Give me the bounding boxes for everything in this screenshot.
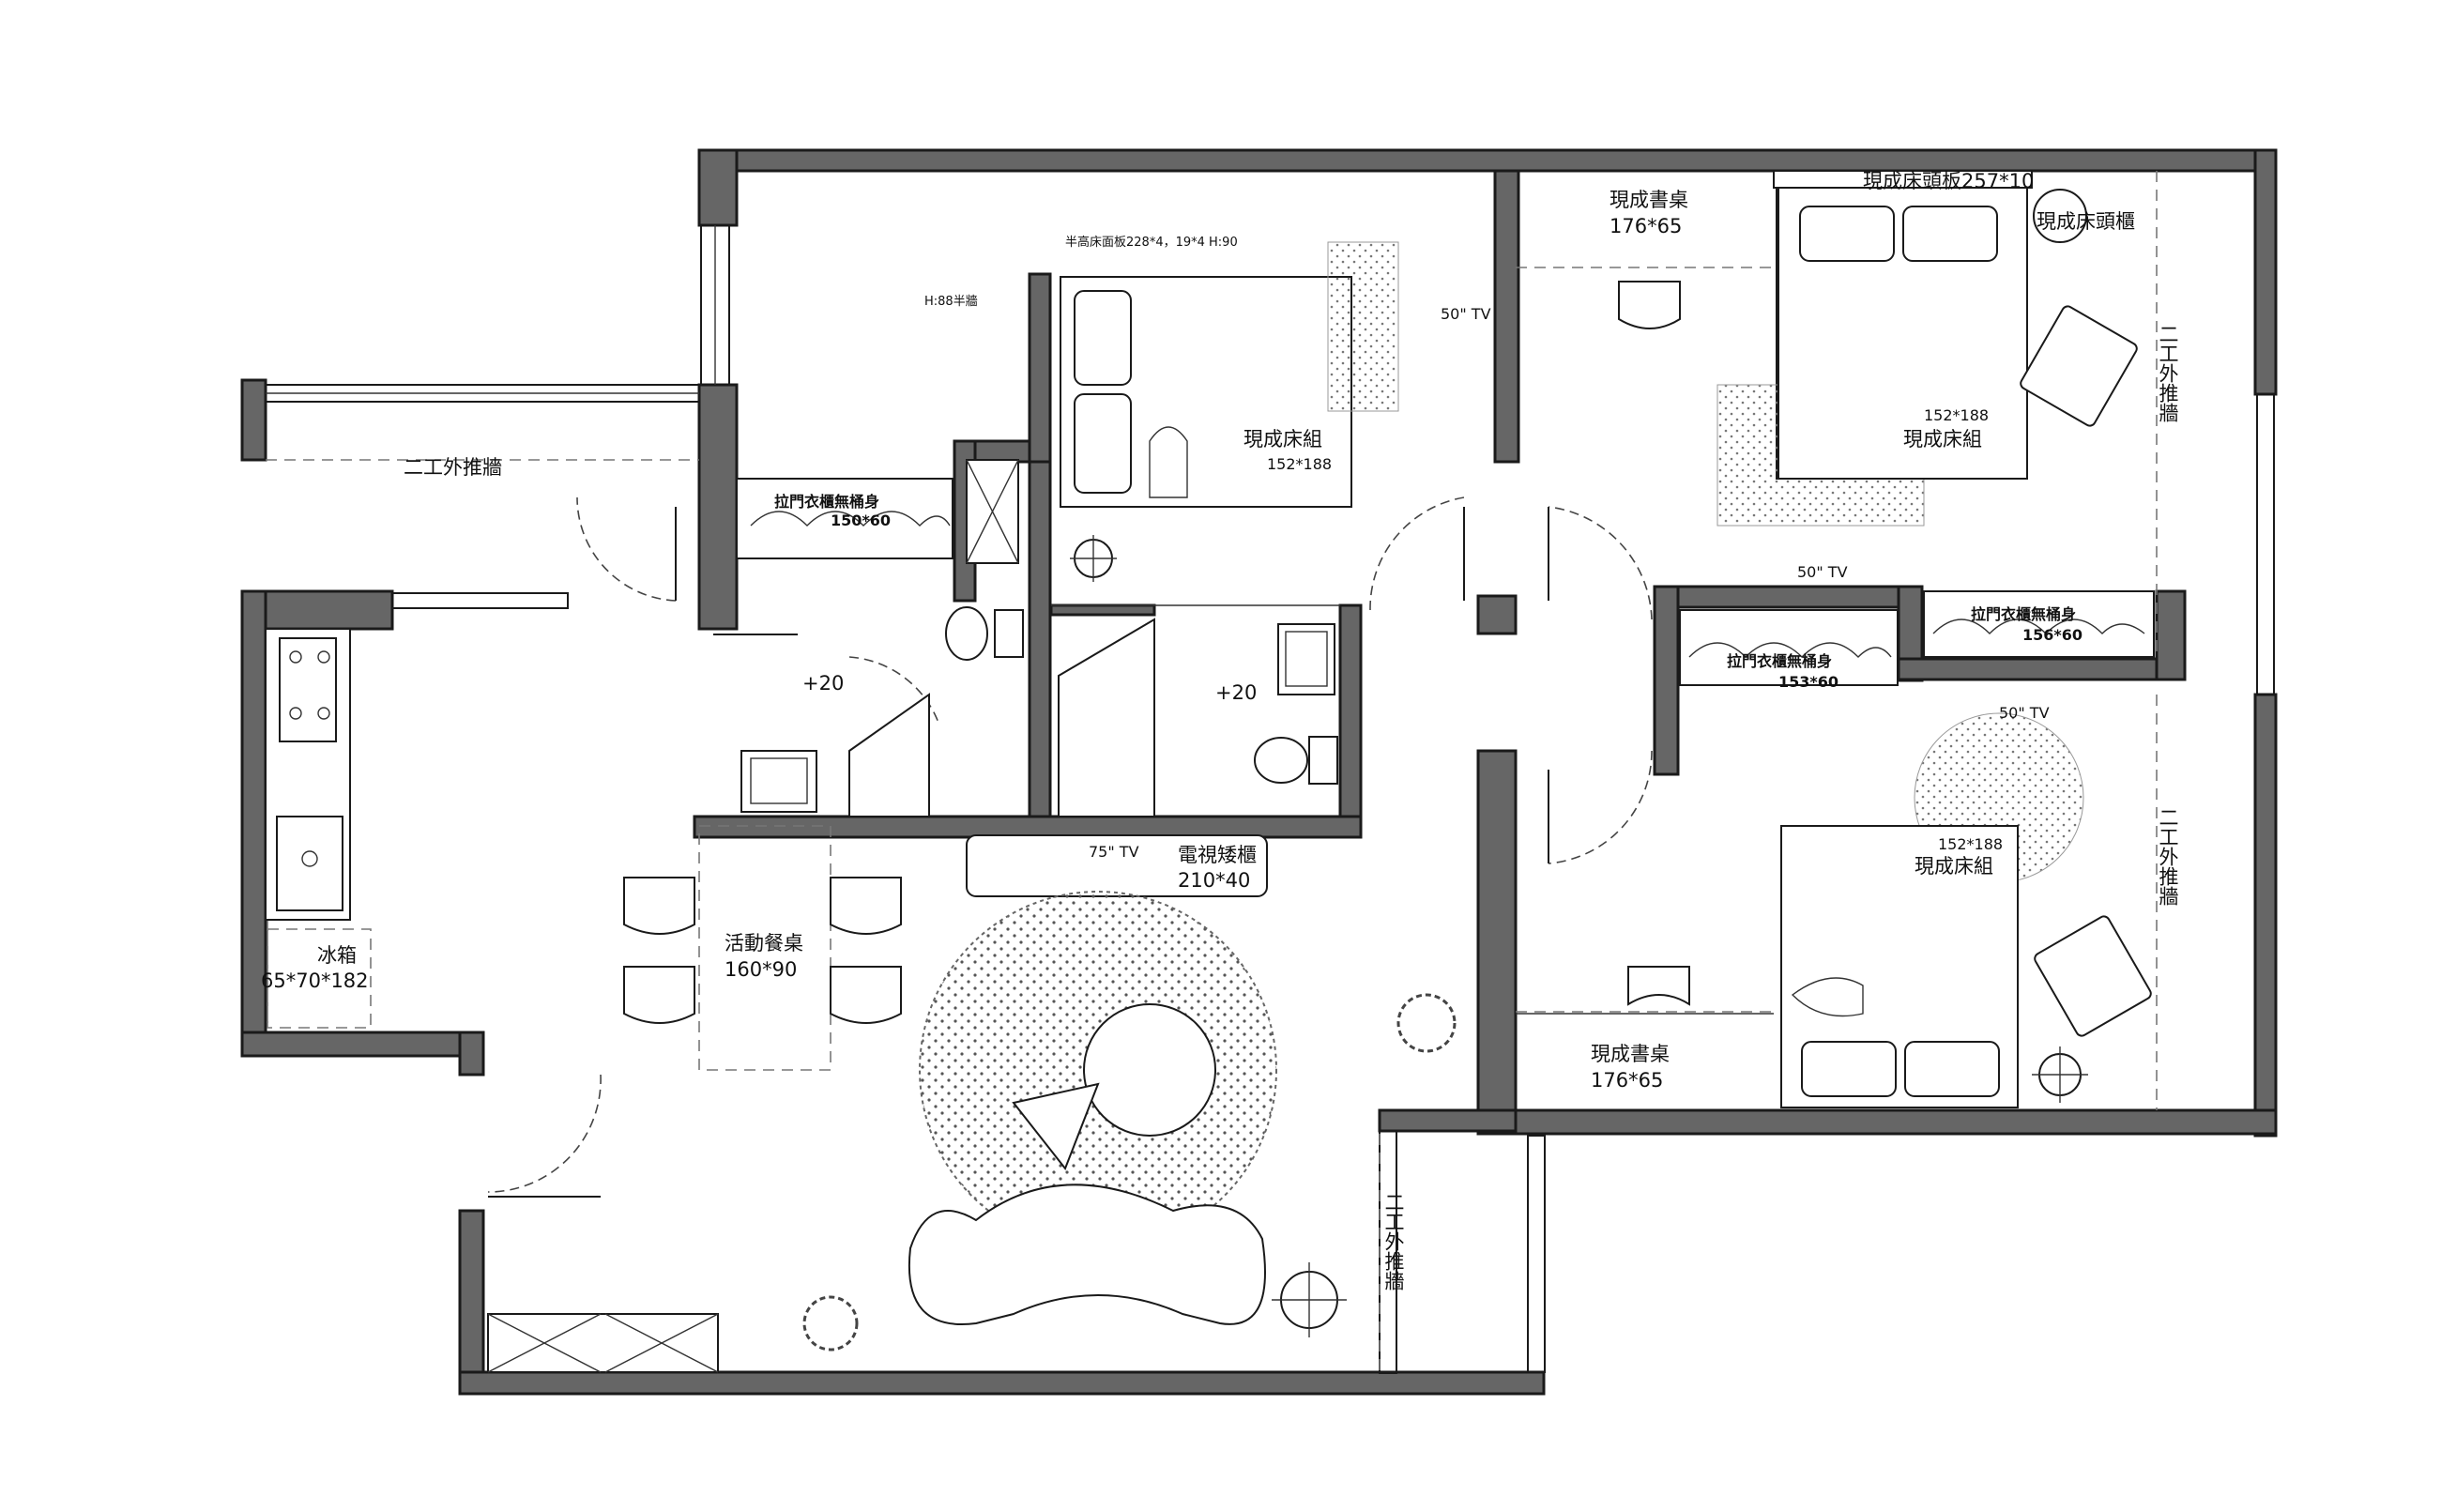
label-tv-mid-2: 50" TV — [1999, 704, 2050, 722]
wardrobes-mid — [1679, 590, 2155, 686]
room-labels: 二工外推牆 拉門衣櫃無桶身 150*60 半高床面板228*4，19*4 H:9… — [261, 170, 2135, 1092]
label-window-wall-bottom: 二工外推牆 — [1382, 1192, 1405, 1291]
label-bed-top-left: 現成床組 — [1243, 428, 1322, 451]
label-tv-cabinet: 電視矮櫃 — [1178, 844, 1257, 866]
label-tv-cabinet-size: 210*40 — [1178, 869, 1250, 892]
label-half-wall-panel: 半高床面板228*4，19*4 H:90 — [1065, 235, 1238, 250]
label-desk-top-right-size: 176*65 — [1610, 215, 1682, 237]
label-dining-table-size: 160*90 — [725, 958, 797, 981]
label-wardrobe-mid: 拉門衣櫃無桶身 — [1727, 652, 1832, 670]
label-fridge-size: 65*70*182 — [261, 970, 369, 992]
label-half-wall-height: H:88半牆 — [924, 295, 978, 309]
label-desk-bottom-right: 現成書桌 — [1591, 1043, 1670, 1065]
label-fridge: 冰箱 — [317, 944, 357, 967]
label-tv-mid-1: 50" TV — [1797, 563, 1848, 581]
label-wardrobe-mid-size: 153*60 — [1778, 673, 1838, 691]
upper-left-bedroom — [736, 241, 1399, 582]
upper-right-bedroom — [1618, 170, 2138, 527]
walls — [240, 148, 2278, 1396]
label-dining-table: 活動餐桌 — [725, 932, 803, 955]
label-bed-top-right-size: 152*188 — [1924, 406, 1989, 424]
label-headboard: 現成床頭板257*10 — [1863, 170, 2034, 192]
label-bed-bottom-right-size: 152*188 — [1938, 835, 2003, 853]
label-wardrobe-right-size: 156*60 — [2022, 626, 2082, 644]
windows — [265, 224, 2275, 1374]
vertical-labels: 二工外推牆 二工外推牆 二工外推牆 — [1382, 324, 2179, 1291]
living-area — [487, 834, 1457, 1373]
label-window-wall-right-bottom: 二工外推牆 — [2157, 807, 2179, 906]
label-bath-right-level: +20 — [1215, 681, 1257, 704]
kitchen — [265, 628, 372, 1029]
label-desk-top-right: 現成書桌 — [1610, 189, 1688, 211]
label-wardrobe-top-left: 拉門衣櫃無桶身 — [774, 493, 879, 511]
label-tv-top-left-room: 50" TV — [1441, 305, 1491, 323]
label-wardrobe-right: 拉門衣櫃無桶身 — [1971, 605, 2076, 623]
bathrooms — [740, 604, 1340, 817]
label-bed-top-right: 現成床組 — [1903, 428, 1982, 451]
dining-area — [623, 825, 902, 1071]
label-bed-top-left-size: 152*188 — [1267, 455, 1332, 473]
door-swings — [487, 496, 1653, 1198]
label-window-wall-left: 二工外推牆 — [404, 456, 502, 479]
label-tv-living: 75" TV — [1089, 843, 1139, 861]
label-bath-left-level: +20 — [802, 672, 844, 695]
label-desk-bottom-right-size: 176*65 — [1591, 1069, 1663, 1092]
label-bed-bottom-right: 現成床組 — [1915, 855, 1993, 878]
label-wardrobe-top-left-size: 150*60 — [831, 512, 891, 529]
label-nightstand: 現成床頭櫃 — [2037, 210, 2135, 233]
label-window-wall-right-top: 二工外推牆 — [2157, 324, 2179, 422]
lower-right-bedroom — [1516, 712, 2152, 1108]
